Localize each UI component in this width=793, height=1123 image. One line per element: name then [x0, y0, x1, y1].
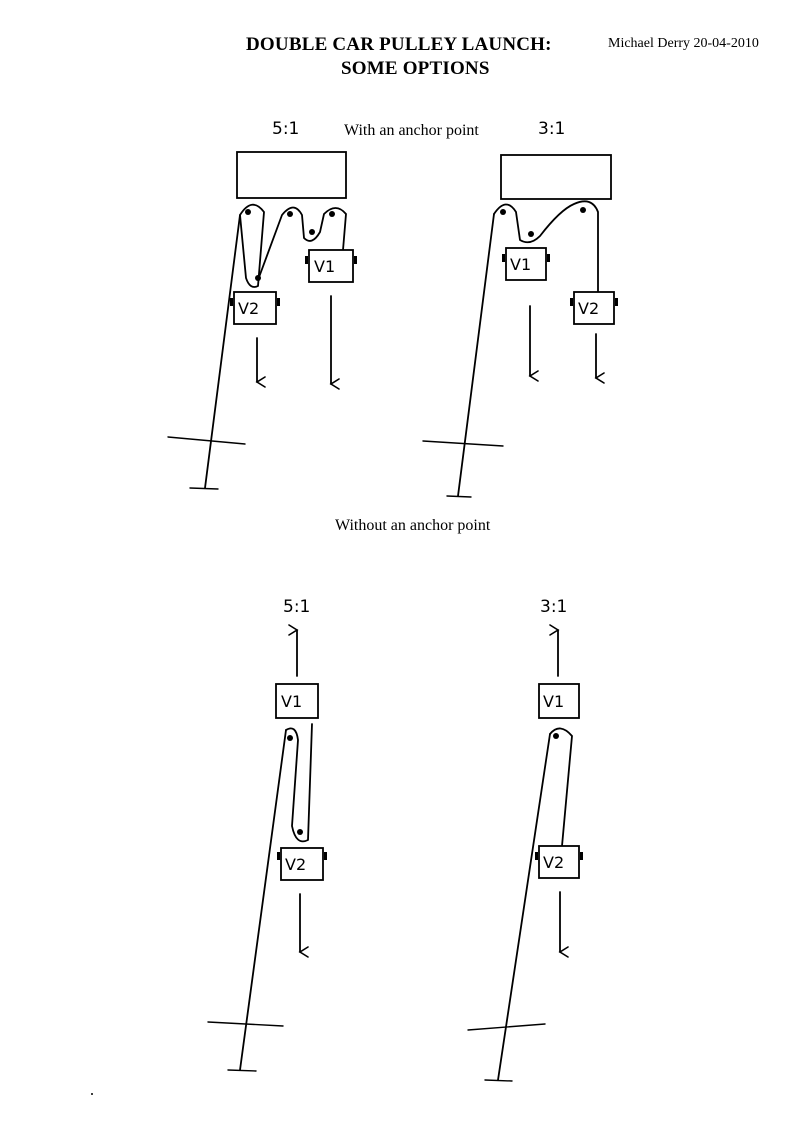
section-caption-with-anchor: With an anchor point — [344, 122, 479, 139]
ground-foot — [446, 495, 472, 498]
vehicle-box — [308, 249, 354, 283]
rope-path — [493, 200, 599, 297]
vehicle-label: V1 — [543, 692, 564, 711]
diagram-free-5-to-1: 5:1 V1 V2 — [207, 597, 327, 1072]
diagram-free-3-to-1: 3:1 V1 V2 — [467, 597, 583, 1082]
pulley-dot — [245, 209, 251, 215]
pulley-dot — [287, 735, 293, 741]
tow-line — [457, 213, 495, 497]
title-line-2: SOME OPTIONS — [341, 58, 490, 79]
vehicle-v1: V1 — [538, 683, 580, 719]
author-date: Michael Derry 20-04-2010 — [608, 36, 759, 51]
vehicle-v1: V1 — [275, 683, 319, 719]
anchor-block — [236, 151, 347, 199]
ratio-label: 3:1 — [540, 597, 567, 617]
vehicle-v1: V1 — [305, 249, 357, 283]
ground-line — [467, 1023, 546, 1031]
vehicle-box — [573, 291, 615, 325]
vehicle-box — [280, 847, 324, 881]
vehicle-box — [538, 845, 580, 879]
stray-mark — [91, 1093, 93, 1095]
pulley-dot — [528, 231, 534, 237]
ratio-label: 3:1 — [538, 119, 565, 139]
vehicle-label: V2 — [285, 855, 306, 874]
vehicle-label: V1 — [281, 692, 302, 711]
ratio-label: 5:1 — [283, 597, 310, 617]
vehicle-v2: V2 — [277, 847, 327, 881]
ratio-label: 5:1 — [272, 119, 299, 139]
diagram-anchored-3-to-1: 3:1 V1 V2 — [422, 119, 618, 498]
diagram-anchored-5-to-1: 5:1 V1 — [167, 119, 357, 490]
vehicle-label: V2 — [238, 299, 259, 318]
vehicle-v2: V2 — [570, 291, 618, 325]
ground-line — [422, 440, 504, 447]
tow-line — [204, 214, 241, 489]
pulley-dot — [287, 211, 293, 217]
vehicle-box — [275, 683, 319, 719]
vehicle-v2: V2 — [230, 291, 280, 325]
pulley-dot — [500, 209, 506, 215]
rope-path — [549, 727, 573, 847]
vehicle-v2: V2 — [535, 845, 583, 879]
ground-foot — [189, 487, 219, 490]
vehicle-label: V2 — [578, 299, 599, 318]
ground-line — [167, 436, 246, 445]
rope-path — [257, 206, 347, 281]
tow-line — [239, 729, 287, 1071]
pulley-dot — [255, 275, 261, 281]
vehicle-box — [538, 683, 580, 719]
ground-foot — [227, 1069, 257, 1072]
tow-line — [497, 733, 551, 1081]
pulley-loop — [239, 203, 265, 288]
vehicle-box — [233, 291, 277, 325]
vehicle-label: V2 — [543, 853, 564, 872]
ground-foot — [484, 1079, 513, 1082]
anchor-block — [500, 154, 612, 200]
pulley-dot — [580, 207, 586, 213]
title-line-1: DOUBLE CAR PULLEY LAUNCH: — [246, 34, 552, 55]
vehicle-box — [505, 247, 547, 281]
pulley-dot — [329, 211, 335, 217]
ground-line — [207, 1021, 284, 1027]
vehicle-v1: V1 — [502, 247, 550, 281]
vehicle-label: V1 — [314, 257, 335, 276]
rope-path — [285, 723, 313, 843]
section-caption-without-anchor: Without an anchor point — [335, 517, 491, 534]
pulley-dot — [297, 829, 303, 835]
pulley-dot — [553, 733, 559, 739]
pulley-dot — [309, 229, 315, 235]
vehicle-label: V1 — [510, 255, 531, 274]
